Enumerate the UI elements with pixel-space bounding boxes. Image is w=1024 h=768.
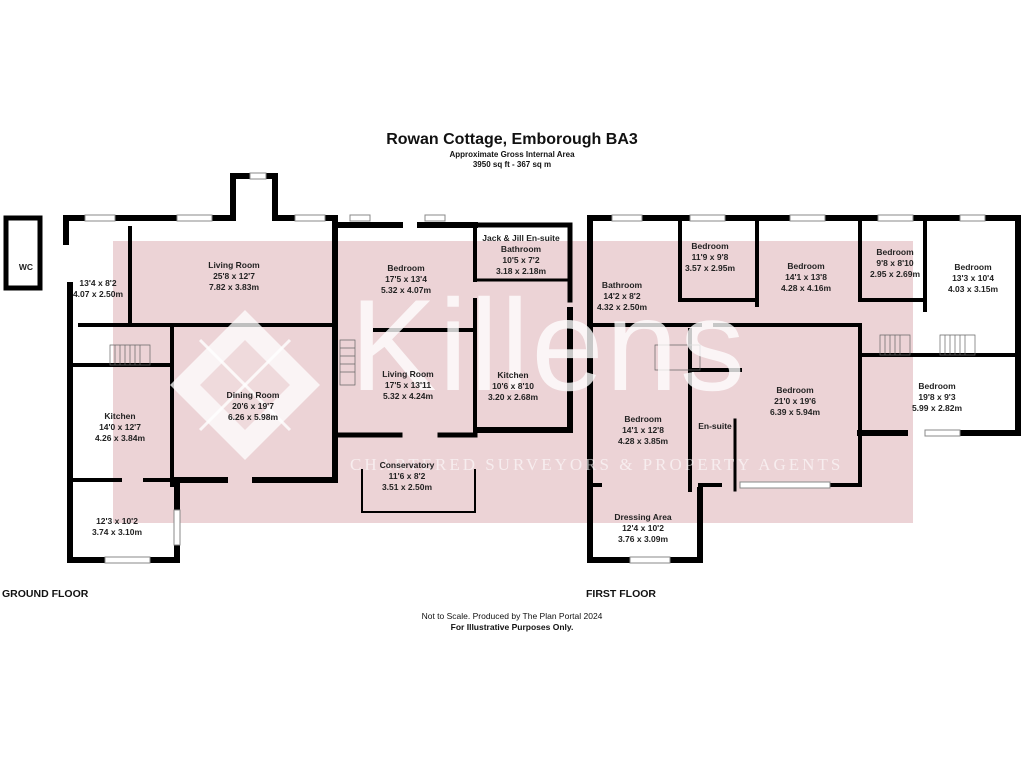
- room-label: Living Room 25'8 x 12'7 7.82 x 3.83m: [208, 260, 260, 292]
- agent-logo-icon: [170, 310, 320, 460]
- room-label: 13'4 x 8'2 4.07 x 2.50m: [72, 278, 124, 299]
- room-label: Bathroom 14'2 x 8'2 4.32 x 2.50m: [596, 280, 648, 312]
- room-label: Kitchen 14'0 x 12'7 4.26 x 3.84m: [94, 411, 146, 443]
- room-label: 12'3 x 10'2 3.74 x 3.10m: [91, 516, 143, 537]
- ground-floor-label: GROUND FLOOR: [2, 588, 89, 600]
- area-label: Approximate Gross Internal Area: [449, 150, 575, 159]
- room-label: Bedroom 13'3 x 10'4 4.03 x 3.15m: [947, 262, 999, 294]
- room-label: Conservatory 11'6 x 8'2 3.51 x 2.50m: [379, 460, 435, 492]
- room-label: Dining Room 20'6 x 19'7 6.26 x 5.98m: [226, 390, 280, 422]
- room-label: Living Room 17'5 x 13'11 5.32 x 4.24m: [382, 369, 434, 401]
- room-label: Bedroom 14'1 x 13'8 4.28 x 4.16m: [780, 261, 832, 293]
- footer-disclaimer: For Illustrative Purposes Only.: [450, 622, 574, 632]
- area-value: 3950 sq ft - 367 sq m: [472, 160, 552, 169]
- room-label: Jack & Jill En-suite Bathroom 10'5 x 7'2…: [482, 233, 560, 276]
- room-label: Dressing Area 12'4 x 10'2 3.76 x 3.09m: [614, 512, 672, 544]
- room-label: Bedroom 9'8 x 8'10 2.95 x 2.69m: [869, 247, 921, 279]
- plan-header: Rowan Cottage, Emborough BA3 Approximate…: [0, 130, 1024, 170]
- room-label: Bedroom 11'9 x 9'8 3.57 x 2.95m: [684, 241, 736, 273]
- room-label: Bedroom 19'8 x 9'3 5.99 x 2.82m: [911, 381, 963, 413]
- property-title: Rowan Cottage, Emborough BA3: [386, 131, 638, 148]
- watermark-brand: Killens: [350, 272, 747, 418]
- room-label: Bedroom 14'1 x 12'8 4.28 x 3.85m: [617, 414, 669, 446]
- room-label: Bedroom 21'0 x 19'6 6.39 x 5.94m: [769, 385, 821, 417]
- room-label: Bedroom 17'5 x 13'4 5.32 x 4.07m: [380, 263, 432, 295]
- watermark-tagline: CHARTERED SURVEYORS & PROPERTY AGENTS: [350, 455, 844, 474]
- first-floor-label: FIRST FLOOR: [586, 588, 656, 600]
- plan-footer: Not to Scale. Produced by The Plan Porta…: [0, 611, 1024, 633]
- room-label: Kitchen 10'6 x 8'10 3.20 x 2.68m: [487, 370, 539, 402]
- room-label: WC: [18, 262, 34, 272]
- footer-note: Not to Scale. Produced by The Plan Porta…: [421, 611, 603, 621]
- room-label: En-suite: [698, 421, 732, 431]
